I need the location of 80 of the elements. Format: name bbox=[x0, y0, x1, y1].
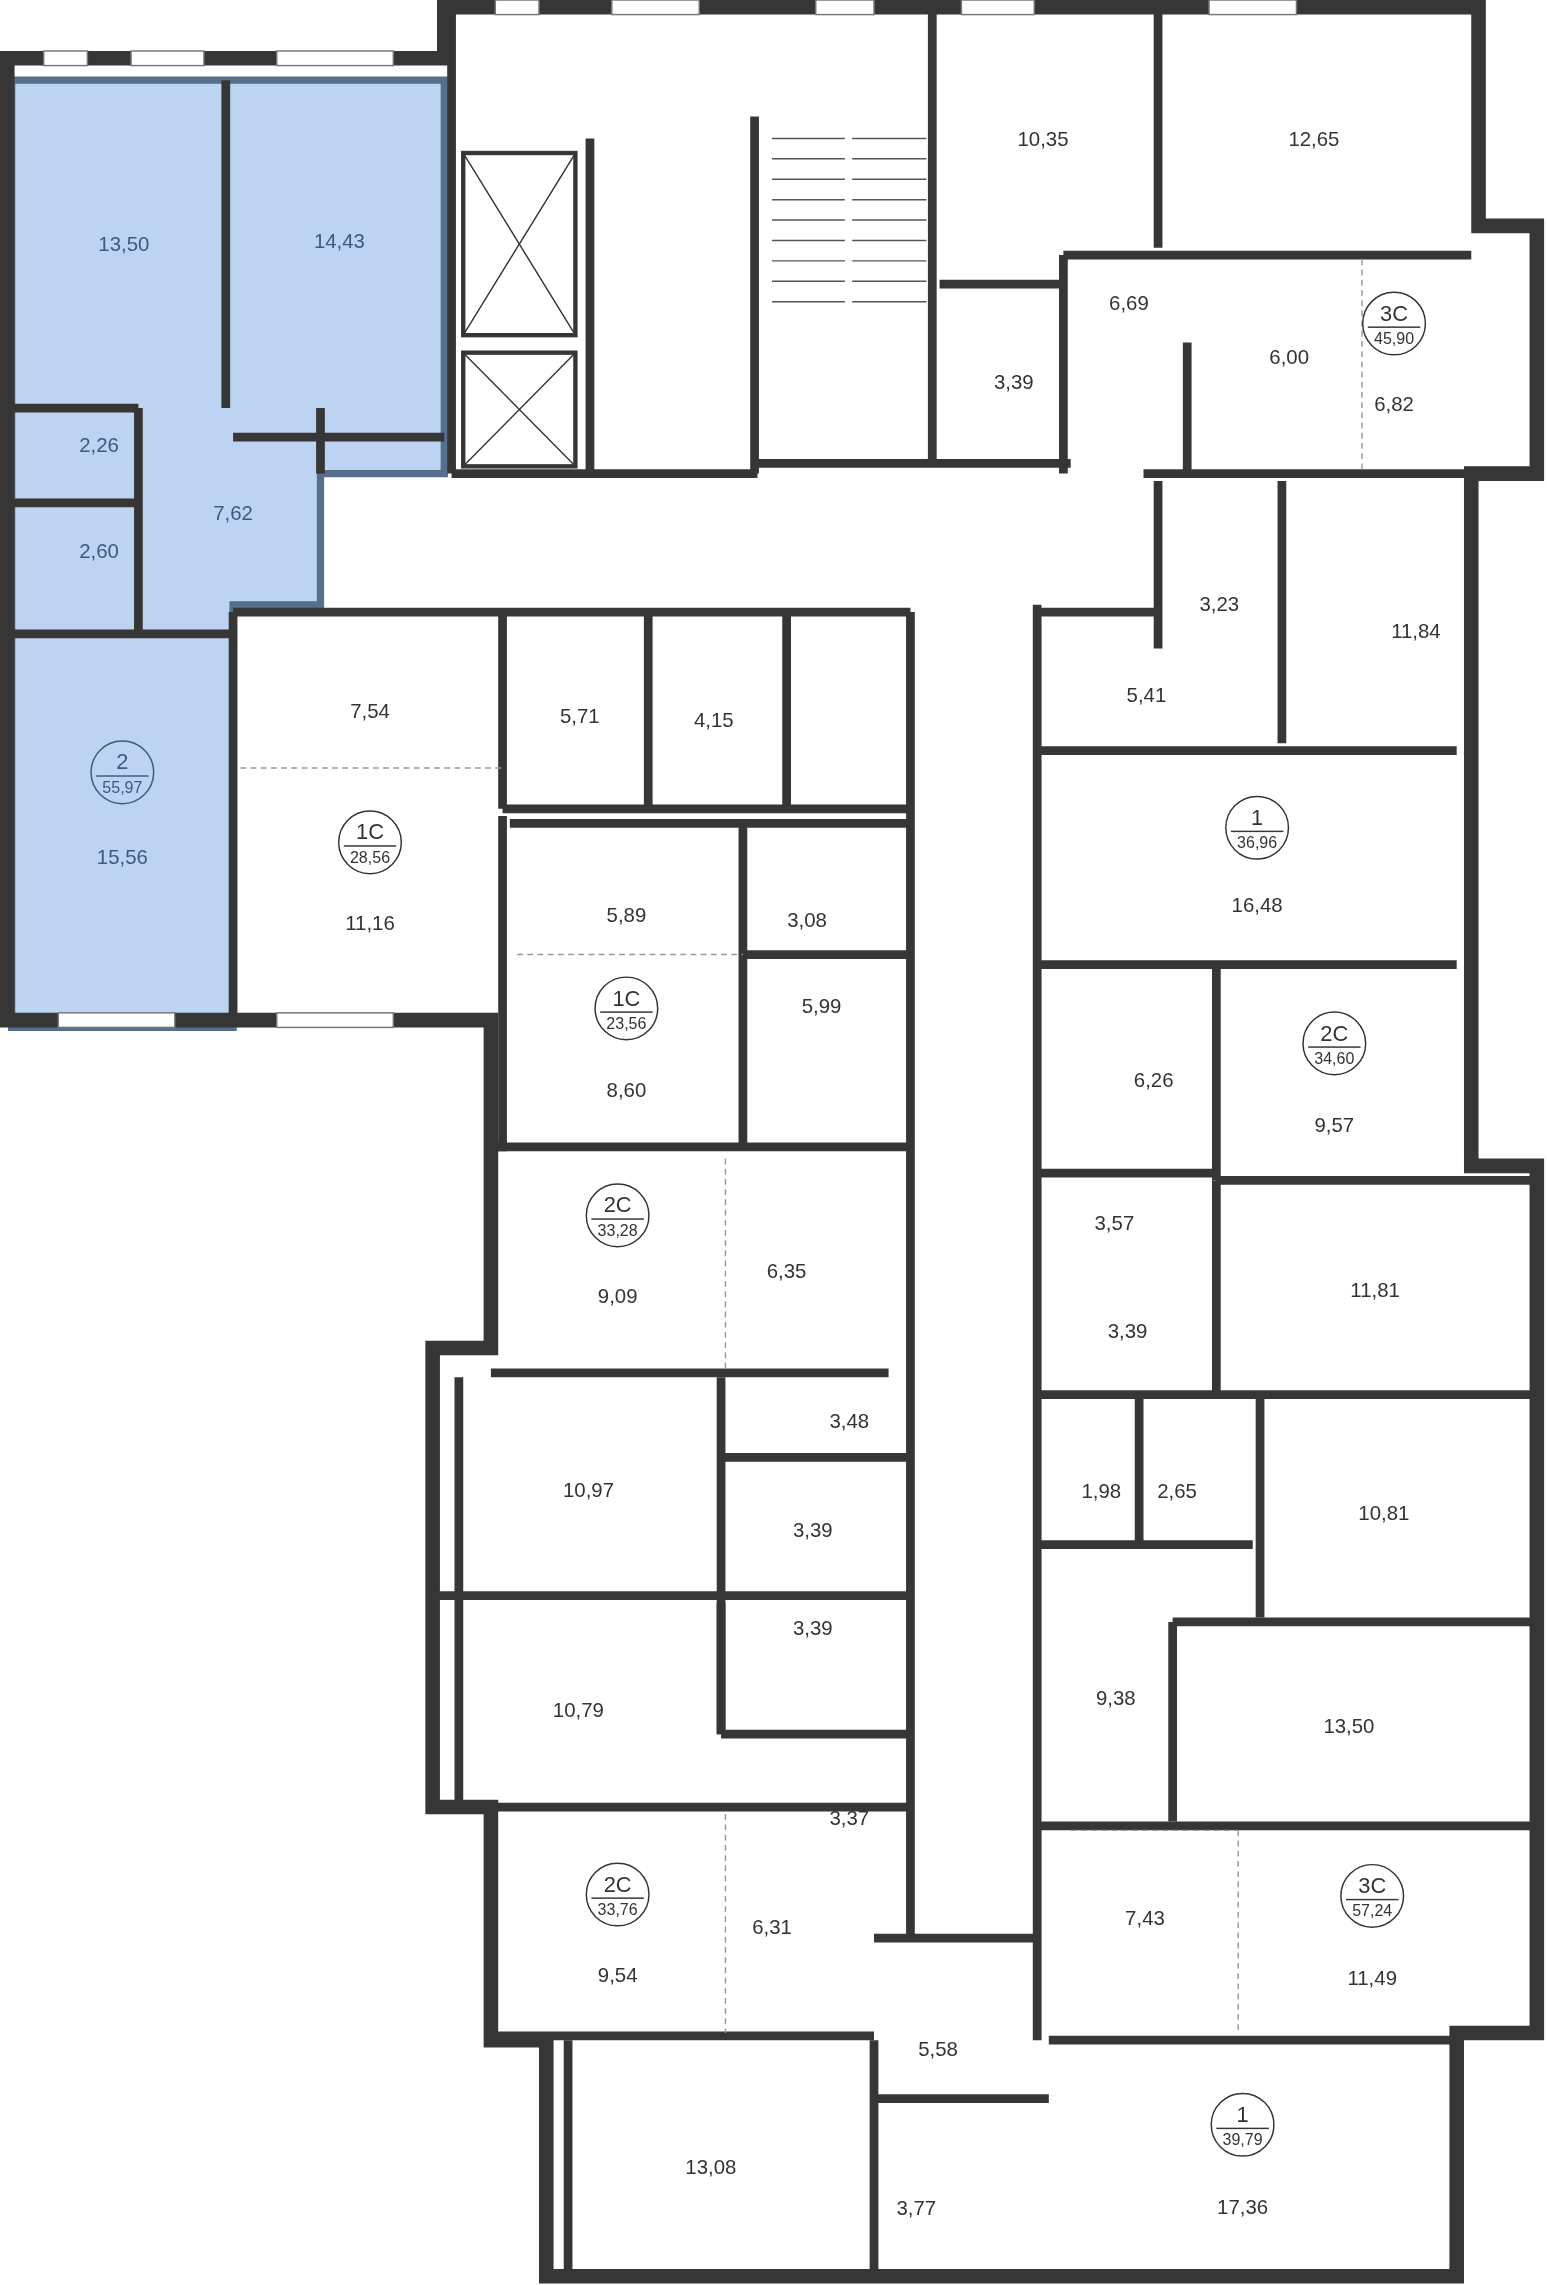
apartment-badge bbox=[585, 1862, 650, 1927]
room-area: 4,15 bbox=[693, 708, 734, 732]
apartment-area: 36,96 bbox=[1237, 832, 1278, 851]
room-area: 6,69 bbox=[1109, 291, 1149, 315]
room-area: 3,39 bbox=[994, 370, 1034, 394]
room-area: 9,38 bbox=[1096, 1686, 1136, 1710]
room-area: 5,41 bbox=[1126, 683, 1167, 707]
room-area: 13,50 bbox=[98, 231, 150, 256]
room-area: 15,56 bbox=[96, 845, 148, 869]
room-area: 16,48 bbox=[1231, 893, 1283, 917]
room-area: 10,97 bbox=[563, 1477, 615, 1501]
room-area: 11,16 bbox=[345, 910, 395, 935]
room-area: 5,89 bbox=[606, 903, 647, 927]
apartment-area: 33,76 bbox=[597, 1899, 638, 1918]
room-area: 6,26 bbox=[1133, 1068, 1174, 1092]
apartment-badge bbox=[1302, 1011, 1367, 1076]
apartment-type: 2С bbox=[1320, 1020, 1349, 1045]
apartment-badge bbox=[90, 740, 155, 805]
apartment-type: 3С bbox=[1358, 1873, 1387, 1897]
apartment-badge bbox=[1362, 291, 1427, 356]
apartment-badge bbox=[1340, 1863, 1405, 1928]
apartment-type: 1С bbox=[612, 985, 641, 1010]
apartment-area: 33,28 bbox=[597, 1220, 638, 1238]
room-area: 5,71 bbox=[559, 703, 600, 728]
room-area: 13,08 bbox=[685, 2155, 737, 2179]
apartment-area: 23,56 bbox=[606, 1013, 647, 1032]
apartment-type: 1С bbox=[356, 819, 384, 844]
room-area: 3,48 bbox=[829, 1409, 870, 1433]
room-area: 14,43 bbox=[313, 228, 365, 253]
apartment-badge bbox=[1225, 795, 1290, 860]
room-area: 13,50 bbox=[1323, 1713, 1375, 1738]
room-area: 11,84 bbox=[1391, 619, 1441, 643]
room-area: 2,26 bbox=[79, 432, 119, 457]
room-area: 9,54 bbox=[597, 1963, 638, 1987]
room-area: 1,98 bbox=[1081, 1479, 1122, 1503]
room-area: 2,65 bbox=[1157, 1479, 1197, 1503]
apartment-area: 28,56 bbox=[349, 847, 391, 865]
room-area: 3,39 bbox=[1107, 1318, 1148, 1343]
apartment-type: 1 bbox=[1251, 805, 1264, 829]
apartment-area: 57,24 bbox=[1352, 1901, 1393, 1919]
room-area: 5,99 bbox=[801, 993, 842, 1018]
room-area: 3,77 bbox=[896, 2196, 937, 2220]
apartment-badge bbox=[594, 976, 659, 1041]
room-area: 6,31 bbox=[752, 1914, 792, 1939]
room-area: 7,43 bbox=[1125, 1906, 1165, 1930]
room-area: 2,60 bbox=[79, 539, 119, 563]
room-area: 7,54 bbox=[350, 699, 390, 723]
room-area: 11,81 bbox=[1350, 1278, 1400, 1302]
apartment-type: 2С bbox=[603, 1871, 632, 1896]
room-area: 6,82 bbox=[1374, 392, 1414, 416]
room-area: 3,08 bbox=[787, 907, 827, 932]
room-area: 5,58 bbox=[918, 2037, 958, 2061]
room-area: 17,36 bbox=[1217, 2194, 1269, 2218]
room-area: 3,23 bbox=[1199, 591, 1240, 615]
room-area: 3,37 bbox=[829, 1805, 870, 1829]
room-area: 3,57 bbox=[1094, 1211, 1135, 1235]
apartment-area: 55,97 bbox=[102, 777, 143, 795]
apartment-type: 3С bbox=[1380, 300, 1409, 325]
room-area: 3,39 bbox=[793, 1518, 833, 1542]
room-area: 12,65 bbox=[1288, 126, 1340, 151]
room-area: 10,79 bbox=[552, 1697, 604, 1722]
room-area: 9,09 bbox=[597, 1283, 638, 1308]
room-area: 8,60 bbox=[606, 1078, 647, 1102]
room-area: 10,81 bbox=[1358, 1501, 1410, 1525]
room-area: 7,62 bbox=[213, 501, 253, 525]
apartment-type: 1 bbox=[1236, 2102, 1249, 2126]
apartment-type: 2С bbox=[603, 1192, 632, 1217]
room-area: 10,35 bbox=[1017, 126, 1069, 151]
apartment-area: 45,90 bbox=[1374, 328, 1415, 347]
room-area: 11,49 bbox=[1347, 1965, 1397, 1990]
apartment-badge bbox=[1210, 2092, 1275, 2157]
room-area: 6,35 bbox=[766, 1259, 807, 1283]
apartment-badge bbox=[585, 1183, 650, 1248]
apartment-area: 34,60 bbox=[1314, 1048, 1355, 1066]
room-area: 9,57 bbox=[1314, 1113, 1355, 1137]
apartment-badge bbox=[337, 810, 403, 875]
apartment-type: 2 bbox=[116, 749, 129, 774]
apartment-area: 39,79 bbox=[1222, 2129, 1263, 2148]
room-area: 6,00 bbox=[1269, 345, 1310, 369]
room-area: 3,39 bbox=[793, 1616, 833, 1640]
